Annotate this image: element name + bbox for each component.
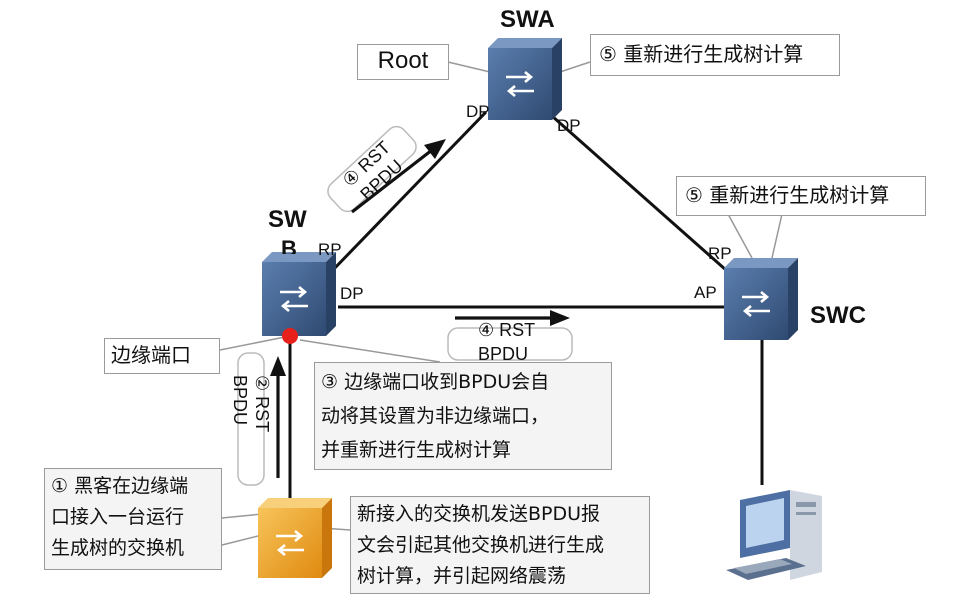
- root-label-box: Root: [357, 44, 449, 80]
- leader-swa-recalc: [559, 61, 591, 73]
- new-switch-line-3: 树计算，并引起网络震荡: [357, 565, 567, 587]
- leader-swc-recalc-2: [771, 213, 783, 259]
- swc-name: SWC: [810, 302, 866, 329]
- step3-callout: ③ 边缘端口收到BPDU会自 动将其设置为非边缘端口， 并重新进行生成树计算: [314, 362, 612, 470]
- edge-port-box: 边缘端口: [104, 338, 220, 374]
- port-swb-right: DP: [340, 284, 364, 303]
- pc-icon[interactable]: [726, 490, 822, 580]
- step1-line-3: 生成树的交换机: [51, 537, 185, 559]
- rogue-switch-icon[interactable]: [258, 498, 332, 578]
- rst-bpdu-vert-label: ② RST BPDU: [229, 375, 273, 485]
- arrow-rogue-to-swb: [270, 356, 286, 478]
- edge-port-marker: [282, 328, 298, 344]
- new-switch-callout: 新接入的交换机发送BPDU报 文会引起其他交换机进行生成 树计算，并引起网络震荡: [350, 496, 650, 594]
- step3-line-1: ③ 边缘端口收到BPDU会自: [321, 371, 550, 393]
- leader-step1-2: [221, 534, 263, 546]
- swb-name-line2: B: [281, 238, 297, 254]
- step1-line-2: 口接入一台运行: [51, 506, 185, 528]
- arrow-swb-to-swc: [455, 310, 570, 326]
- swa-name: SWA: [500, 6, 555, 33]
- leader-root: [447, 61, 491, 73]
- swb-name-line1: SW: [268, 206, 307, 233]
- port-swc-top: RP: [708, 244, 732, 263]
- rst-bpdu-mid-line1: ④ RST: [478, 320, 536, 340]
- swa-recalc-box: ⑤ 重新进行生成树计算: [590, 34, 840, 76]
- step1-line-1: ① 黑客在边缘端: [51, 475, 189, 497]
- leader-swc-recalc-1: [727, 213, 753, 259]
- pill-mid: [447, 327, 573, 361]
- rst-bpdu-vert-line1: ② RST: [252, 375, 272, 433]
- pill-diag: [327, 125, 417, 213]
- new-switch-line-1: 新接入的交换机发送BPDU报: [357, 503, 601, 525]
- new-switch-line-2: 文会引起其他交换机进行生成: [357, 534, 605, 556]
- link-swa-swb: [328, 110, 488, 275]
- arrow-swb-to-swa: [351, 139, 446, 214]
- link-swa-swc: [551, 114, 736, 280]
- step3-line-2: 动将其设置为非边缘端口，: [321, 405, 550, 427]
- leader-edge-port: [219, 336, 286, 351]
- port-swa-left: DP: [466, 102, 490, 121]
- port-swa-right: DP: [557, 116, 581, 135]
- swb-switch-icon[interactable]: [262, 252, 336, 336]
- swc-recalc-box: ⑤ 重新进行生成树计算: [676, 176, 926, 216]
- step1-callout: ① 黑客在边缘端 口接入一台运行 生成树的交换机: [44, 468, 222, 570]
- leader-step3: [299, 339, 441, 363]
- step3-line-3: 并重新进行生成树计算: [321, 439, 512, 461]
- rst-bpdu-vert-line2: BPDU: [230, 375, 250, 426]
- port-swc-left: AP: [694, 283, 717, 302]
- port-swb-top: RP: [318, 240, 342, 259]
- rst-bpdu-mid-line2: BPDU: [478, 344, 529, 364]
- swc-switch-icon[interactable]: [724, 258, 798, 340]
- pill-vert: [237, 352, 265, 486]
- swa-switch-icon[interactable]: [488, 38, 562, 120]
- leader-step1-1: [221, 513, 263, 519]
